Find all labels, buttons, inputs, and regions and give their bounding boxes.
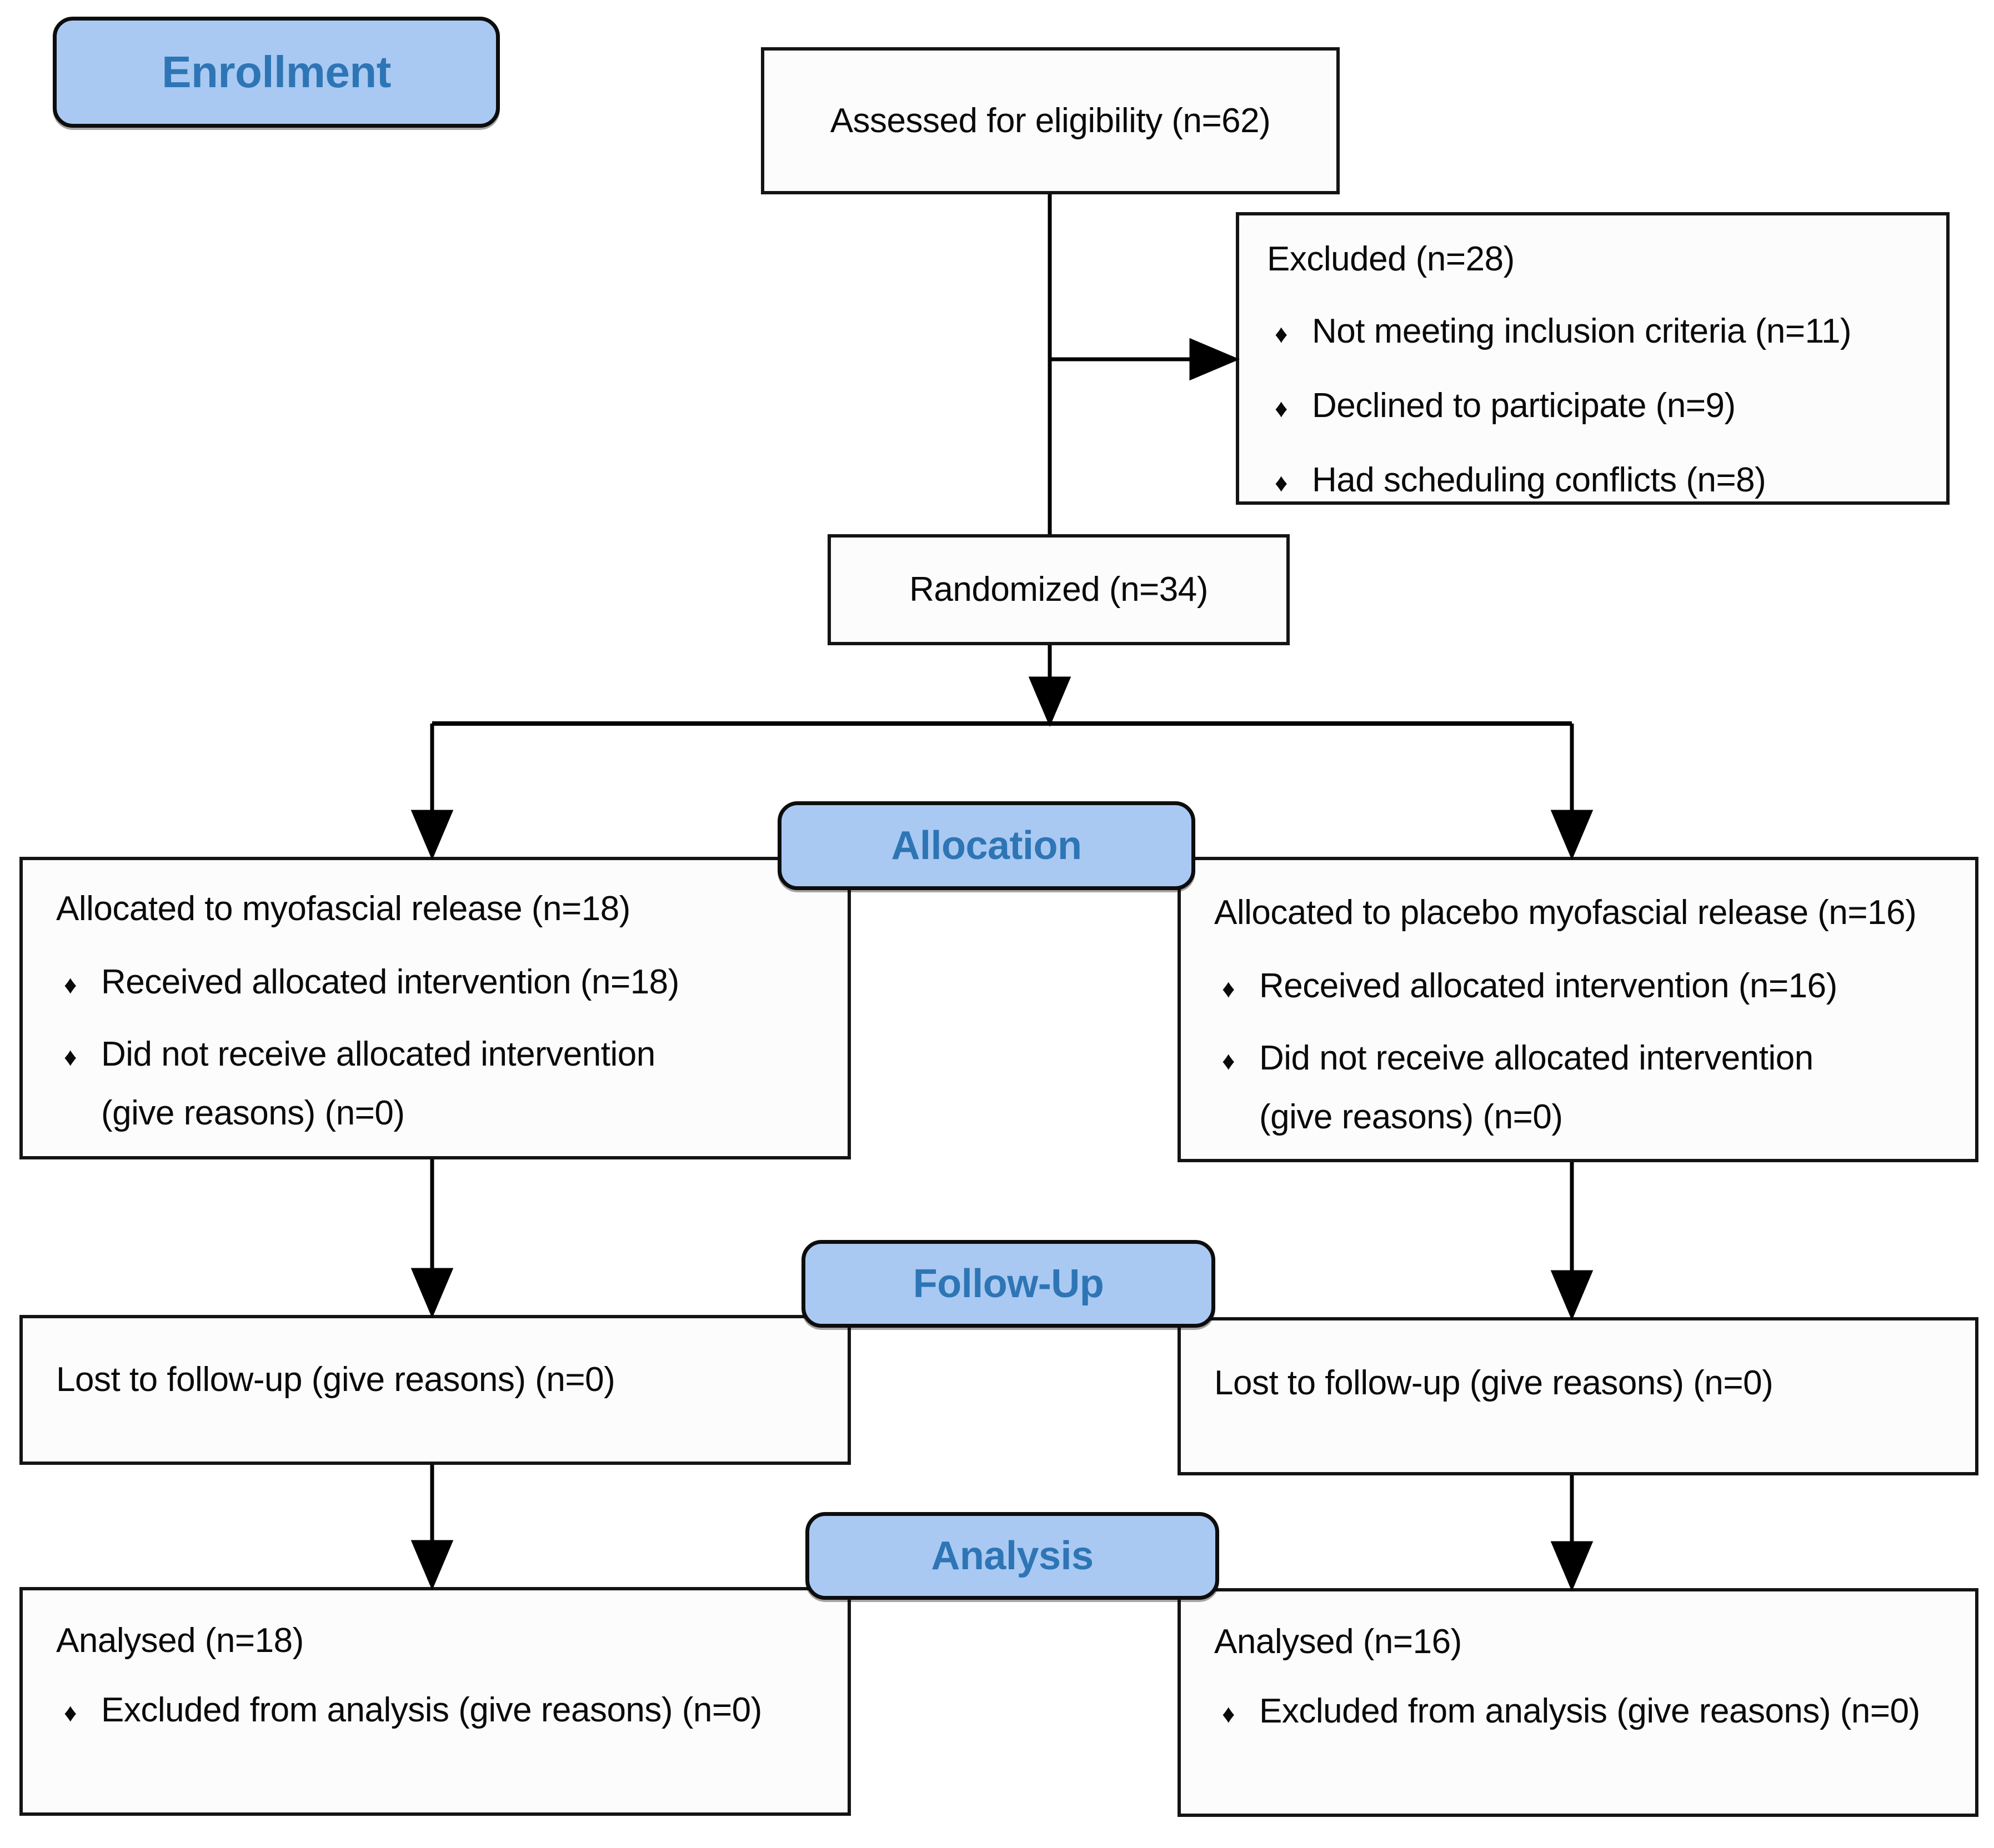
alloc-right-bullet-1: ♦ Received allocated intervention (n=16) bbox=[1222, 968, 1958, 1007]
an-left-bullet-1: ♦ Excluded from analysis (give reasons) … bbox=[64, 1692, 831, 1731]
box-lost-followup-left: Lost to follow-up (give reasons) (n=0) bbox=[19, 1315, 851, 1465]
arrowhead-alloc-right-icon bbox=[1550, 810, 1594, 860]
box-analysed-right: Analysed (n=16) ♦ Excluded from analysis… bbox=[1178, 1588, 1978, 1817]
arrowhead-an-right-icon bbox=[1550, 1541, 1594, 1591]
fu-right-text: Lost to follow-up (give reasons) (n=0) bbox=[1214, 1364, 1773, 1402]
alloc-left-bullet-1-text: Received allocated intervention (n=18) bbox=[101, 963, 679, 1001]
box-allocated-intervention: Allocated to myofascial release (n=18) ♦… bbox=[19, 857, 851, 1159]
diamond-bullet-icon: ♦ bbox=[64, 1042, 77, 1071]
alloc-left-bullet-1: ♦ Received allocated intervention (n=18) bbox=[64, 964, 831, 1003]
arrowhead-fu-right-icon bbox=[1550, 1270, 1594, 1320]
alloc-right-bullet-2-text: Did not receive allocated intervention bbox=[1259, 1039, 1813, 1077]
arrowhead-alloc-left-icon bbox=[410, 810, 454, 860]
box-lost-followup-right: Lost to follow-up (give reasons) (n=0) bbox=[1178, 1317, 1978, 1475]
excluded-bullet-2: ♦ Declined to participate (n=9) bbox=[1275, 388, 1930, 426]
diamond-bullet-icon: ♦ bbox=[64, 1698, 77, 1727]
alloc-right-bullet-2-continuation: (give reasons) (n=0) bbox=[1259, 1098, 1563, 1136]
an-right-bullet-1-text: Excluded from analysis (give reasons) (n… bbox=[1259, 1692, 1920, 1730]
arrowhead-an-left-icon bbox=[410, 1540, 454, 1590]
an-left-bullet-1-text: Excluded from analysis (give reasons) (n… bbox=[101, 1691, 762, 1729]
diamond-bullet-icon: ♦ bbox=[1222, 974, 1235, 1003]
diamond-bullet-icon: ♦ bbox=[1275, 468, 1287, 497]
stage-label-analysis: Analysis bbox=[805, 1512, 1219, 1600]
alloc-left-bullet-2-text: Did not receive allocated intervention bbox=[101, 1035, 655, 1073]
assessed-text: Assessed for eligibility (n=62) bbox=[830, 101, 1271, 140]
box-allocated-placebo: Allocated to placebo myofascial release … bbox=[1178, 857, 1978, 1162]
box-assessed-eligibility: Assessed for eligibility (n=62) bbox=[761, 47, 1340, 194]
diamond-bullet-icon: ♦ bbox=[1275, 319, 1287, 348]
alloc-left-bullet-2-continuation: (give reasons) (n=0) bbox=[101, 1094, 405, 1132]
arrowhead-branch-icon bbox=[1028, 676, 1071, 727]
fu-left-text: Lost to follow-up (give reasons) (n=0) bbox=[56, 1360, 615, 1399]
arrowhead-fu-left-icon bbox=[410, 1268, 454, 1318]
excluded-title: Excluded (n=28) bbox=[1267, 240, 1515, 278]
box-randomized: Randomized (n=34) bbox=[828, 534, 1290, 645]
an-right-bullet-1: ♦ Excluded from analysis (give reasons) … bbox=[1222, 1693, 1958, 1732]
excluded-bullet-1-text: Not meeting inclusion criteria (n=11) bbox=[1312, 312, 1852, 350]
diamond-bullet-icon: ♦ bbox=[1275, 394, 1287, 423]
box-excluded: Excluded (n=28) ♦ Not meeting inclusion … bbox=[1236, 212, 1950, 505]
stage-label-followup: Follow-Up bbox=[801, 1240, 1215, 1328]
diamond-bullet-icon: ♦ bbox=[64, 970, 77, 999]
alloc-right-bullet-1-text: Received allocated intervention (n=16) bbox=[1259, 967, 1837, 1005]
diamond-bullet-icon: ♦ bbox=[1222, 1046, 1235, 1075]
diamond-bullet-icon: ♦ bbox=[1222, 1699, 1235, 1728]
excluded-bullet-3-text: Had scheduling conflicts (n=8) bbox=[1312, 461, 1766, 499]
arrowhead-excluded-icon bbox=[1189, 338, 1240, 381]
stage-label-allocation: Allocation bbox=[778, 801, 1195, 890]
an-right-title: Analysed (n=16) bbox=[1214, 1623, 1462, 1661]
randomized-text: Randomized (n=34) bbox=[909, 570, 1208, 609]
excluded-bullet-1: ♦ Not meeting inclusion criteria (n=11) bbox=[1275, 313, 1930, 352]
an-left-title: Analysed (n=18) bbox=[56, 1621, 304, 1660]
stage-label-enrollment: Enrollment bbox=[53, 17, 500, 128]
alloc-right-title: Allocated to placebo myofascial release … bbox=[1214, 893, 1917, 932]
box-analysed-left: Analysed (n=18) ♦ Excluded from analysis… bbox=[19, 1587, 851, 1816]
alloc-left-title: Allocated to myofascial release (n=18) bbox=[56, 890, 630, 928]
excluded-bullet-2-text: Declined to participate (n=9) bbox=[1312, 386, 1736, 425]
alloc-left-bullet-2: ♦ Did not receive allocated intervention bbox=[64, 1036, 831, 1075]
excluded-bullet-3: ♦ Had scheduling conflicts (n=8) bbox=[1275, 462, 1930, 501]
alloc-right-bullet-2: ♦ Did not receive allocated intervention bbox=[1222, 1040, 1958, 1079]
